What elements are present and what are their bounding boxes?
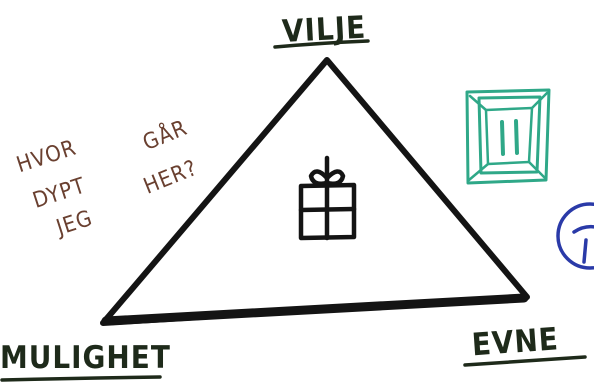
gift-icon <box>301 158 354 238</box>
note-jeg: JEG <box>52 206 97 242</box>
label-evne: EVNE <box>471 321 560 363</box>
note-hvor: HVOR <box>14 136 80 179</box>
right-vertex-label: EVNE <box>465 321 585 365</box>
handwritten-note: HVOR DYPT JEG GÅR HER? <box>14 114 202 242</box>
label-mulighet: MULIGHET <box>0 340 171 376</box>
framed-pause-icon <box>467 90 549 183</box>
left-vertex-label: MULIGHET <box>0 340 171 380</box>
note-gaar: GÅR <box>139 114 191 156</box>
top-vertex-label: VILJE <box>275 10 368 50</box>
blue-circle-icon <box>558 204 594 268</box>
note-her: HER? <box>140 156 201 200</box>
